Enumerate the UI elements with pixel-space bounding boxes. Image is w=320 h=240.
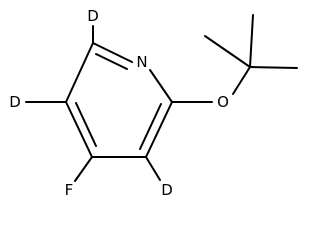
bond-cq-methyl-right bbox=[249, 66, 298, 69]
molecule-structure: N O F D D D bbox=[9, 7, 298, 199]
bond-c5-c4 bbox=[65, 101, 93, 158]
bond-n1-c6 bbox=[92, 42, 133, 63]
atom-deuterium-top: D bbox=[87, 7, 99, 25]
atom-labels: N O F D D D bbox=[9, 7, 229, 199]
bond-o-cq bbox=[232, 66, 251, 95]
bond-c3-c2-inner bbox=[139, 103, 162, 150]
bond-c4-f bbox=[74, 156, 93, 182]
atom-deuterium-bottom: D bbox=[161, 181, 173, 199]
atom-nitrogen: N bbox=[136, 53, 147, 71]
bond-c3-c2 bbox=[145, 101, 173, 158]
atom-fluorine: F bbox=[65, 181, 74, 199]
bond-c6-c5 bbox=[65, 42, 94, 103]
bond-c3-d bbox=[145, 156, 161, 181]
bond-cq-methyl-top bbox=[249, 14, 254, 68]
atom-deuterium-left: D bbox=[9, 93, 21, 111]
bond-c5-c4-inner bbox=[75, 102, 97, 147]
bond-cq-methyl-left bbox=[204, 35, 251, 68]
bond-c2-n1 bbox=[149, 69, 173, 103]
bond-n1-c6-inner bbox=[95, 53, 128, 70]
atom-oxygen: O bbox=[217, 93, 229, 111]
pyridine-ring bbox=[65, 42, 173, 158]
substituent-bonds bbox=[25, 14, 298, 182]
